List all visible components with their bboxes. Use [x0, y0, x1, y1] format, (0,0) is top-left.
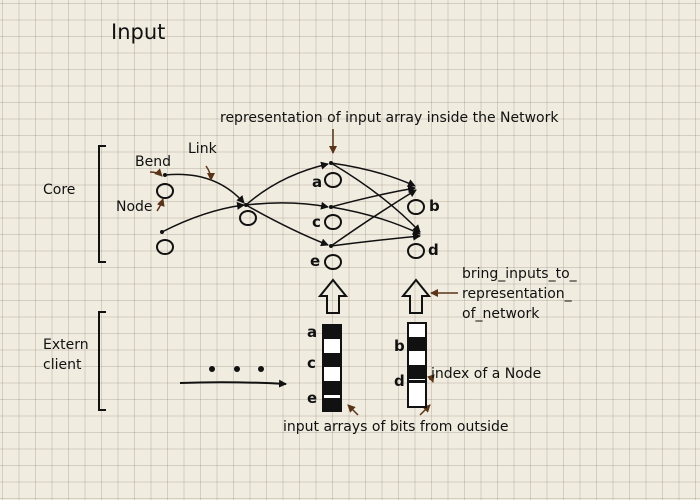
node-circle — [156, 239, 174, 255]
link — [330, 206, 421, 235]
link-pointer — [205, 165, 215, 181]
node-d-letter: d — [428, 241, 439, 259]
node-d-circle — [407, 243, 425, 259]
index-label: index of a Node — [431, 366, 542, 382]
link — [164, 173, 245, 204]
extern-label: Extern — [43, 337, 89, 353]
right-up-arrow — [400, 278, 432, 314]
page-title: Input — [111, 20, 166, 44]
node-e-letter: e — [310, 252, 321, 270]
extern-client-bracket — [98, 311, 106, 411]
bring-label-line2: representation_ — [462, 286, 572, 302]
client-label: client — [43, 357, 82, 373]
node-a-letter: a — [312, 173, 323, 191]
index-pointer — [426, 374, 435, 383]
representation-label: representation of input array inside the… — [220, 110, 559, 126]
input-arrays-pointer — [347, 404, 359, 416]
array-letter-d: d — [394, 372, 405, 390]
array-letter-a: a — [307, 323, 318, 341]
link — [330, 162, 421, 233]
bend-label: Bend — [135, 154, 171, 170]
node-a-circle — [324, 172, 342, 188]
node-b-circle — [407, 199, 425, 215]
core-bracket — [98, 145, 106, 263]
ellipsis-dot — [234, 366, 240, 372]
node-b-letter: b — [429, 197, 440, 215]
link — [330, 185, 416, 208]
array-letter-b: b — [394, 337, 405, 355]
bring-label-line1: bring_inputs_to_ — [462, 266, 577, 282]
bring-label-line3: of_network — [462, 306, 540, 322]
input-arrays-label: input arrays of bits from outside — [283, 419, 509, 435]
left-up-arrow — [317, 278, 349, 314]
link — [330, 232, 421, 247]
node-e-circle — [324, 254, 342, 270]
left-bit-array — [322, 324, 342, 412]
link-label: Link — [188, 141, 217, 157]
node-c-letter: c — [312, 213, 321, 231]
link — [245, 161, 329, 206]
link — [330, 189, 417, 247]
link — [245, 201, 329, 210]
input-arrays-pointer — [419, 404, 431, 416]
link — [161, 201, 245, 233]
link — [330, 162, 416, 187]
ellipsis-dot — [209, 366, 215, 372]
node-circle — [156, 183, 174, 199]
link — [245, 204, 329, 247]
core-label: Core — [43, 182, 76, 198]
ellipsis-dot — [258, 366, 264, 372]
node-pointer — [156, 198, 165, 212]
right-bit-array — [407, 322, 427, 408]
bend-pointer — [149, 168, 163, 177]
input-stream-arrow — [179, 379, 287, 388]
node-circle — [239, 210, 257, 226]
node-c-circle — [324, 214, 342, 230]
node-label: Node — [116, 199, 153, 215]
array-letter-c: c — [307, 354, 316, 372]
array-letter-e: e — [307, 389, 318, 407]
